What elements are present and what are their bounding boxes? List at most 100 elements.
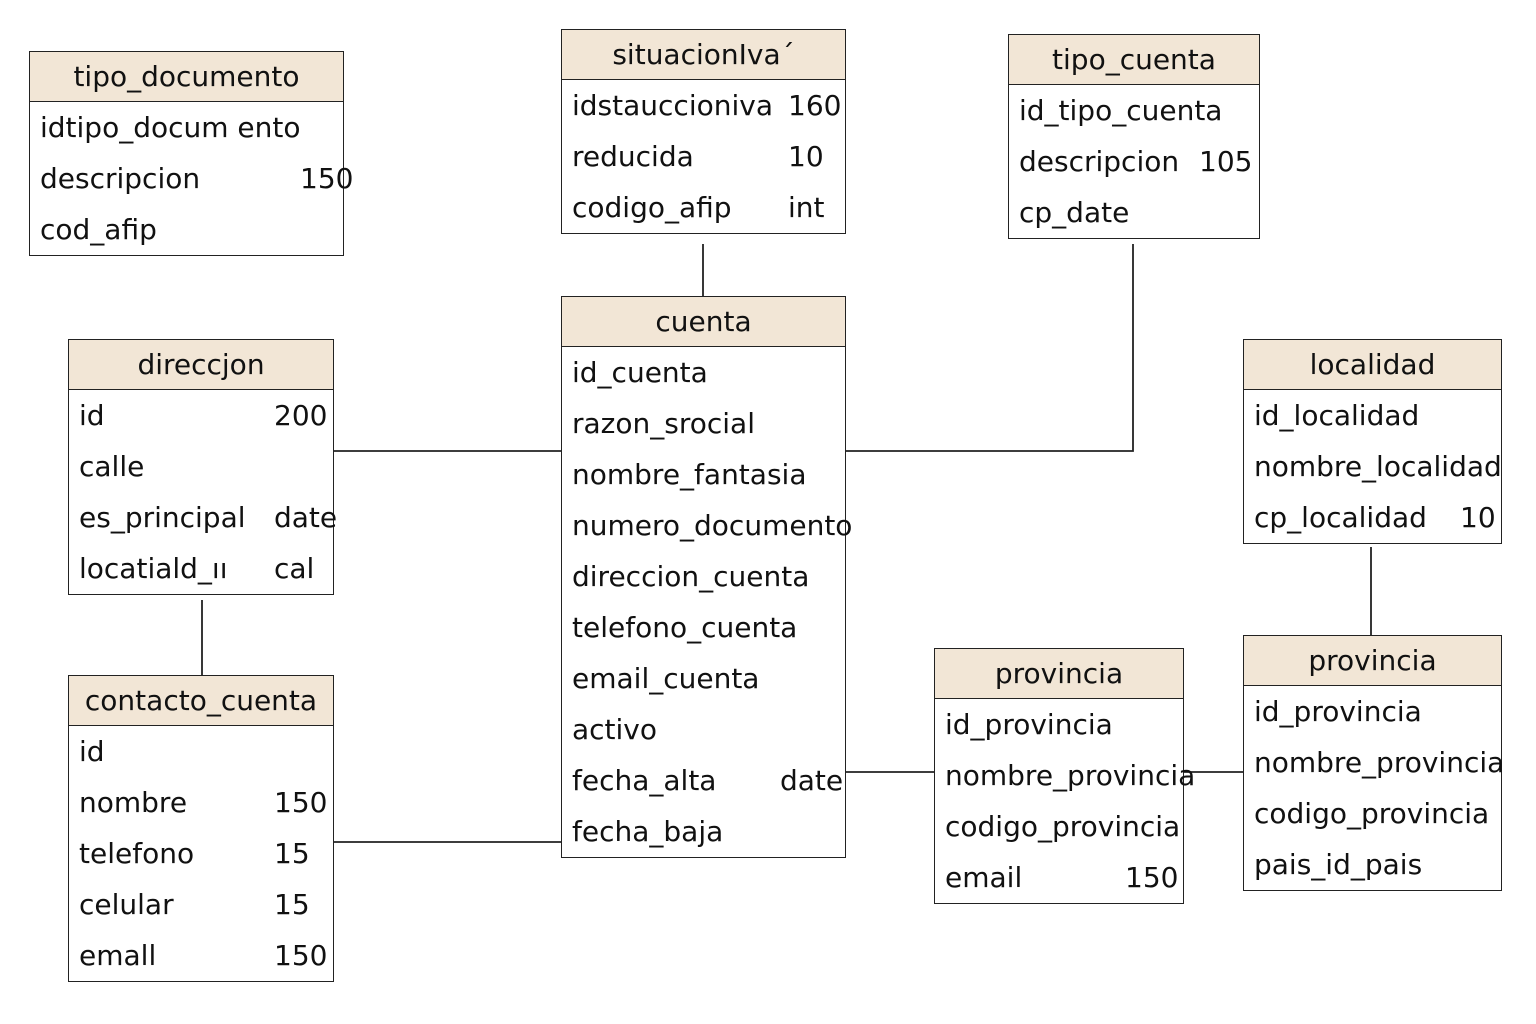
field-row[interactable]: nombre_fantasia [562, 449, 845, 500]
field-row[interactable]: numero_documento [562, 500, 852, 551]
field-name: id_localidad [1254, 399, 1420, 432]
field-name: activo [572, 713, 658, 746]
entity-tipo-cuenta[interactable]: tipo_cuenta id_tipo_cuenta descripcion 105 c… [1008, 34, 1260, 239]
field-name: telefono_cuenta [572, 611, 798, 644]
field-row[interactable]: descripcion 150 [30, 153, 353, 204]
entity-title: localidad [1244, 340, 1501, 390]
field-name: numero_documento [572, 509, 853, 542]
field-name: descripcion [40, 162, 201, 195]
field-name: codigo_afip [572, 191, 732, 224]
field-name: locatiald_ıı [79, 552, 228, 585]
field-type: date [274, 501, 338, 534]
field-row[interactable]: pais_id_pais [1244, 839, 1501, 890]
entity-tipo-documento[interactable]: tipo_documento idtipo_docum ento descripci… [29, 51, 353, 256]
field-name: razon_srocial [572, 407, 755, 440]
field-name: es_principal [79, 501, 246, 534]
field-row[interactable]: codigo_provincia [935, 801, 1183, 852]
field-row[interactable]: direccion_cuenta [562, 551, 845, 602]
field-type: 150 [1125, 861, 1179, 894]
field-row[interactable]: es_principal date [69, 492, 337, 543]
field-type: 105 [1199, 145, 1253, 178]
field-name: id [79, 399, 105, 432]
field-type: date [780, 764, 844, 797]
field-row[interactable]: id_tipo_cuenta [1009, 85, 1259, 136]
field-name: nombre_fantasia [572, 458, 807, 491]
entity-title: provincia [1244, 636, 1501, 686]
entity-title: tipo_documento [30, 52, 343, 102]
field-row[interactable]: telefono 15 [69, 828, 333, 879]
field-row[interactable]: fecha_baja [562, 806, 845, 857]
entity-cuenta[interactable]: cuenta id_cuenta razon_srocial nombre_fanta… [561, 296, 852, 858]
field-name: id_tipo_cuenta [1019, 94, 1223, 127]
field-row[interactable]: id [69, 726, 333, 777]
field-name: celular [79, 888, 174, 921]
field-name: codigo_provincia [945, 810, 1181, 843]
field-row[interactable]: telefono_cuenta [562, 602, 845, 653]
field-name: reducida [572, 140, 694, 173]
entity-title: provincia [935, 649, 1183, 699]
field-name: codigo_provincia [1254, 797, 1490, 830]
field-row[interactable]: id_provincia [1244, 686, 1501, 737]
field-name: id_provincia [1254, 695, 1422, 728]
entity-title: direccjon [69, 340, 333, 390]
field-row[interactable]: razon_srocial [562, 398, 845, 449]
field-name: cp_localidad [1254, 501, 1427, 534]
field-name: nombre_localidad [1254, 450, 1502, 483]
field-row[interactable]: email 150 [935, 852, 1183, 903]
field-name: email_cuenta [572, 662, 760, 695]
field-name: nombre [79, 786, 188, 819]
field-row[interactable]: emall 150 [69, 930, 333, 981]
field-row[interactable]: nombre_provincia [935, 750, 1195, 801]
field-name: pais_id_pais [1254, 848, 1423, 881]
field-type: 15 [274, 837, 310, 870]
field-name: id [79, 735, 105, 768]
field-name: emall [79, 939, 157, 972]
field-row[interactable]: calle [69, 441, 333, 492]
entity-title: contacto_cuenta [69, 676, 333, 726]
field-row[interactable]: idtipo_docum ento [30, 102, 343, 153]
field-type: 10 [788, 140, 824, 173]
field-row[interactable]: cp_date [1009, 187, 1259, 238]
field-row[interactable]: cod_afip [30, 204, 343, 255]
field-row[interactable]: nombre_localidad [1244, 441, 1502, 492]
field-row[interactable]: id_cuenta [562, 347, 845, 398]
field-row[interactable]: email_cuenta [562, 653, 845, 704]
field-name: telefono [79, 837, 195, 870]
field-name: calle [79, 450, 145, 483]
field-type: 150 [300, 162, 354, 195]
entity-title: cuenta [562, 297, 845, 347]
field-row[interactable]: descripcion 105 [1009, 136, 1259, 187]
field-name: fecha_baja [572, 815, 724, 848]
field-name: descripcion [1019, 145, 1180, 178]
field-type: 150 [274, 939, 328, 972]
field-row[interactable]: id_localidad [1244, 390, 1501, 441]
entity-localidad[interactable]: localidad id_localidad nombre_localidad cp_… [1243, 339, 1502, 544]
field-name: id_provincia [945, 708, 1113, 741]
field-row[interactable]: codigo_provincia [1244, 788, 1501, 839]
field-name: idtipo_docum ento [40, 111, 301, 144]
link-tipo-cuenta-cuenta [846, 244, 1134, 452]
field-name: email [945, 861, 1023, 894]
field-row[interactable]: nombre_provincia [1244, 737, 1504, 788]
entity-title: tipo_cuenta [1009, 35, 1259, 85]
field-name: nombre_provincia [945, 759, 1196, 792]
field-row[interactable]: reducida 10 [562, 131, 845, 182]
field-row[interactable]: activo [562, 704, 845, 755]
field-row[interactable]: id_provincia [935, 699, 1183, 750]
field-name: cod_afip [40, 213, 157, 246]
field-name: id_cuenta [572, 356, 708, 389]
